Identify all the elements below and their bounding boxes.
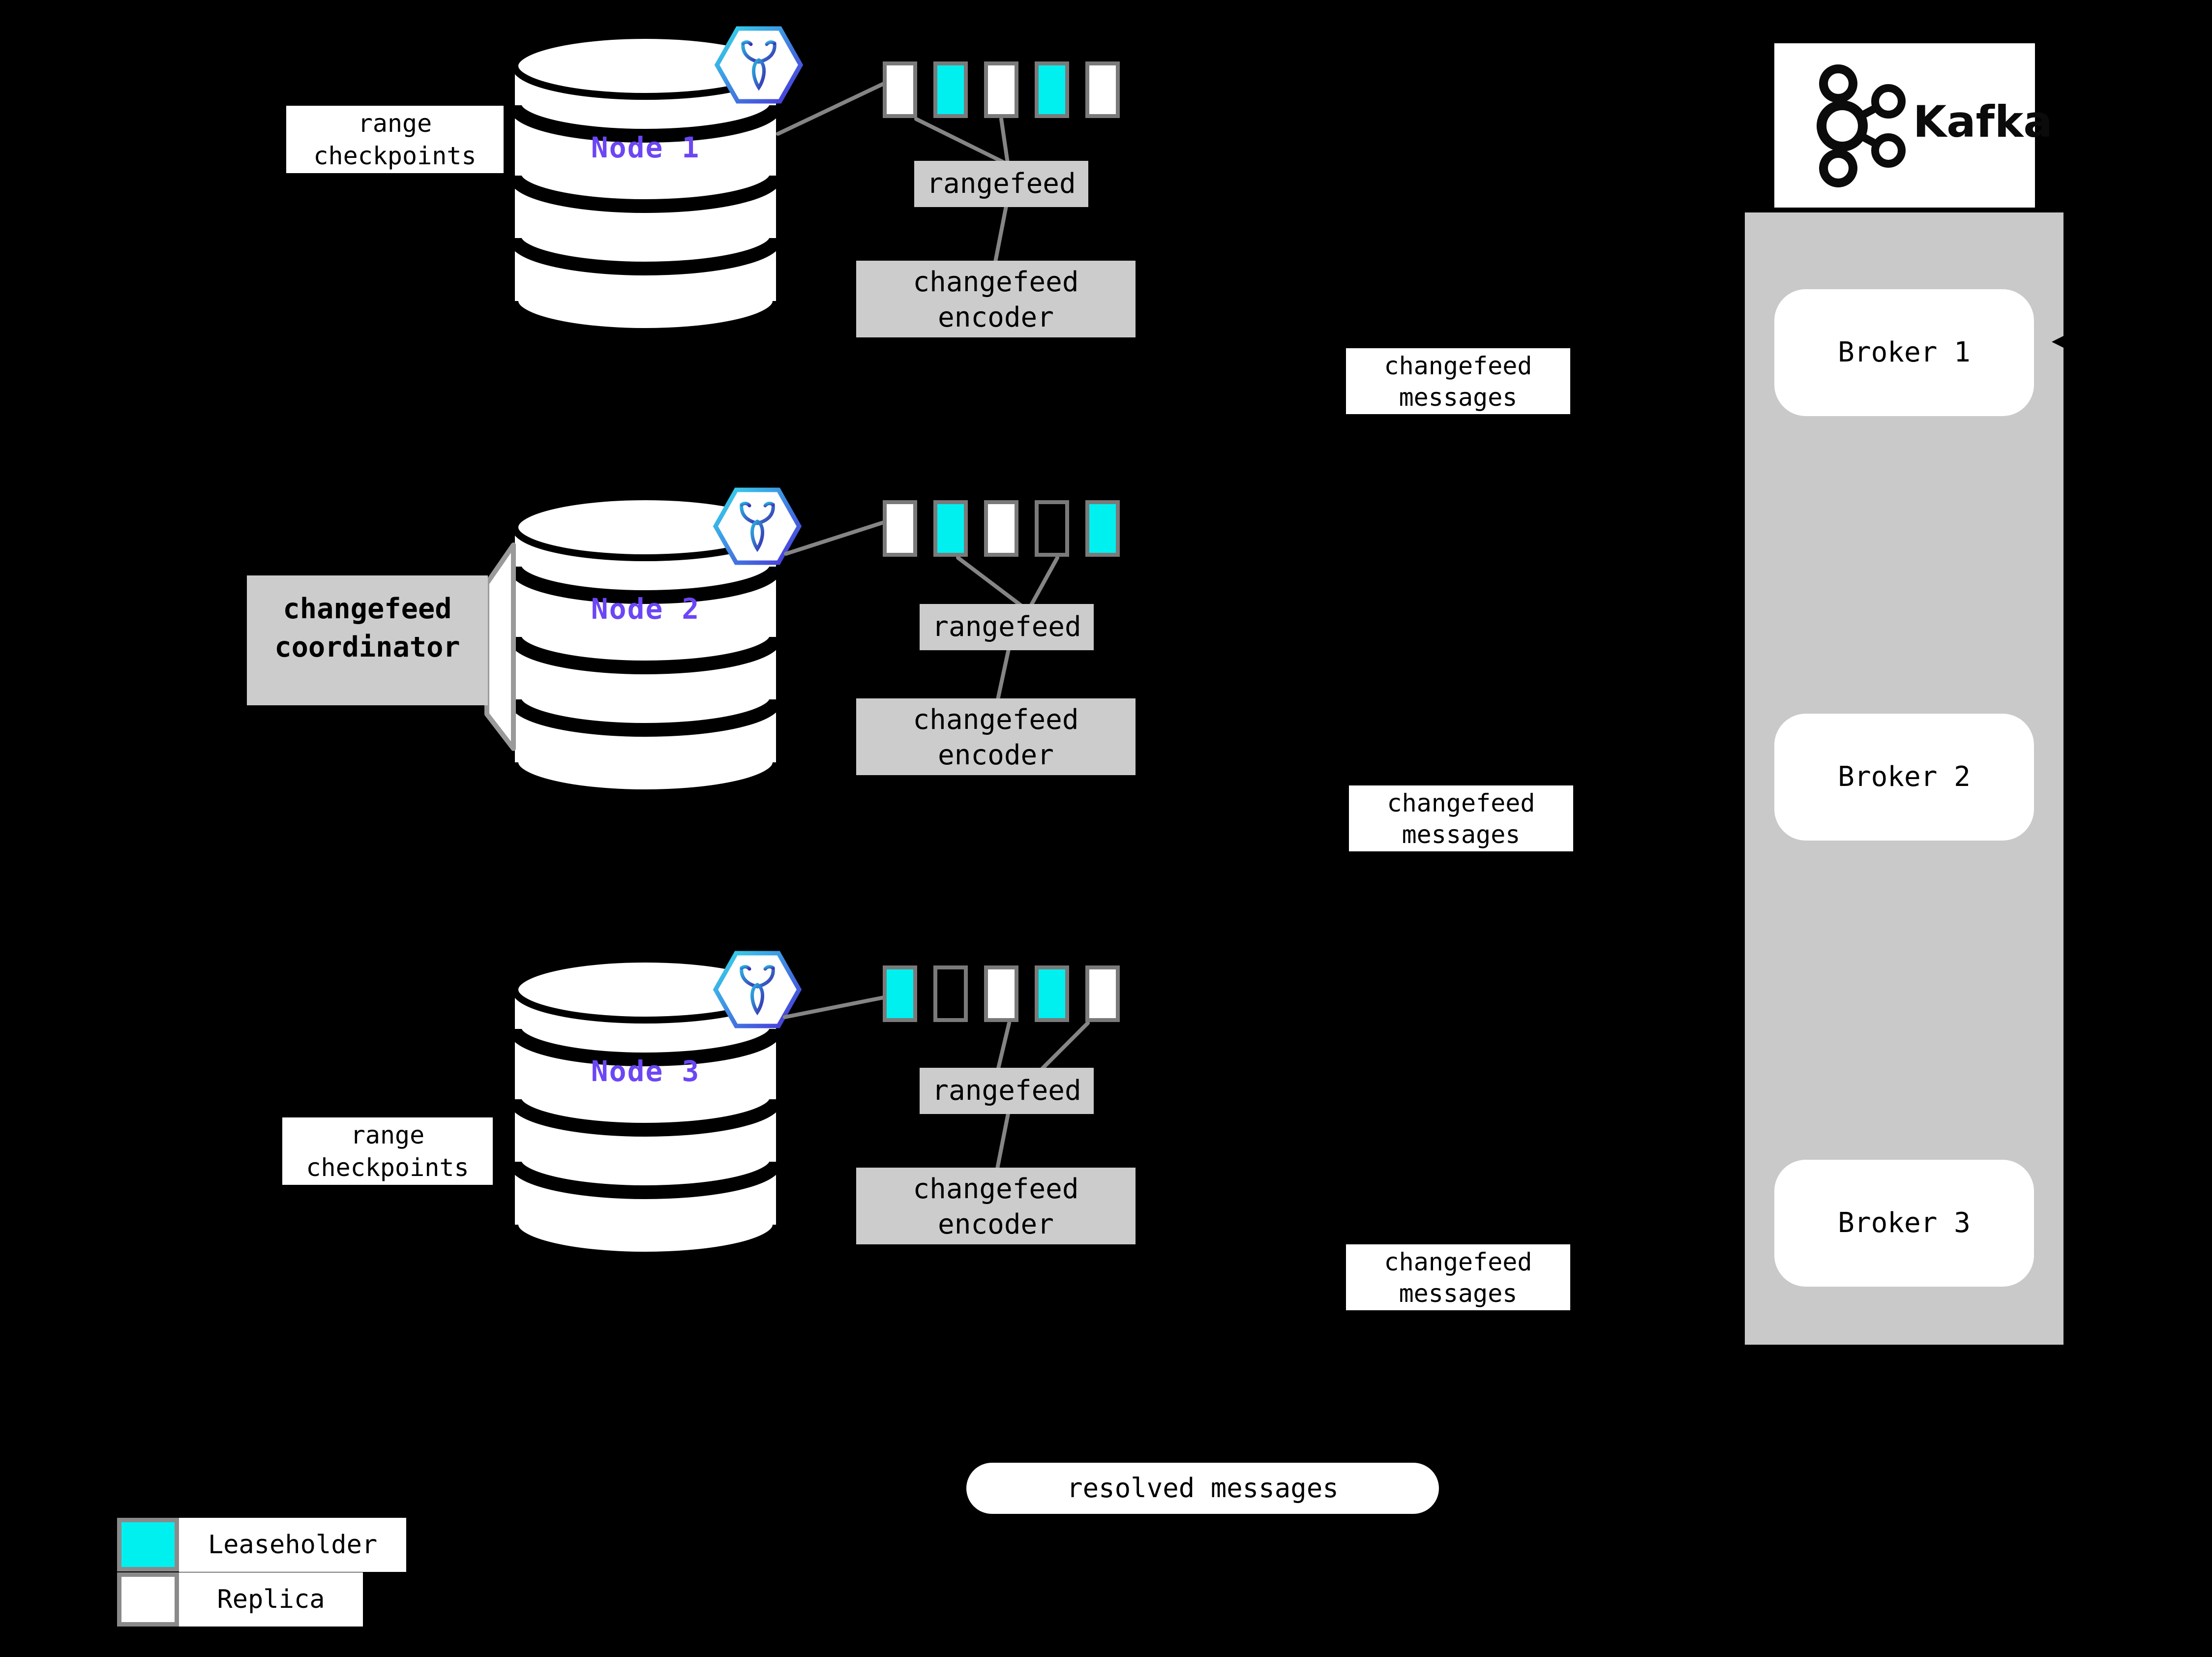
kafka-broker-3: Broker 3 [1774, 1160, 2034, 1287]
node1-label: Node 1 [591, 131, 700, 164]
rangefeed-box-node1: rangefeed [914, 161, 1088, 207]
coordinator-flap [484, 542, 516, 751]
rangefeed-box-node3: rangefeed [920, 1068, 1094, 1114]
messages-line1: changefeed [1387, 789, 1535, 817]
messages-line1: changefeed [1384, 1248, 1532, 1276]
connector-lines [776, 82, 1090, 1171]
range-replica [1085, 61, 1120, 118]
encoder-line1: changefeed [913, 1173, 1079, 1205]
kafka-broker-2: Broker 2 [1774, 714, 2034, 841]
resolved-messages-label: resolved messages [966, 1463, 1439, 1514]
range-leaseholder [1035, 965, 1069, 1022]
messages-line2: messages [1399, 383, 1518, 412]
changefeed-messages-label-1: changefeed messages [1346, 348, 1570, 414]
coordinator-line1: changefeed [283, 593, 452, 625]
range-replica [883, 61, 917, 118]
changefeed-encoder-box-node3: changefeed encoder [856, 1168, 1136, 1244]
messages-line2: messages [1399, 1279, 1518, 1308]
node3-ranges [883, 965, 1120, 1022]
range-replica [984, 965, 1018, 1022]
range-leaseholder [933, 61, 968, 118]
range-checkpoints-label-node1: range checkpoints [286, 106, 504, 173]
changefeed-encoder-box-node1: changefeed encoder [856, 261, 1136, 337]
changefeed-messages-label-2: changefeed messages [1349, 785, 1573, 851]
range-checkpoints-line1: range [358, 109, 432, 138]
legend-replica-label: Replica [179, 1572, 363, 1627]
range-leaseholder [1085, 500, 1120, 557]
kafka-logo-box: Kafka [1774, 43, 2053, 208]
arrowhead-into-coordinator [235, 637, 246, 649]
node2-ranges [883, 500, 1120, 557]
range-checkpoints-line2: checkpoints [306, 1153, 469, 1182]
range-empty [1035, 500, 1069, 557]
range-replica [1085, 965, 1120, 1022]
rangefeed-box-node2: rangefeed [920, 604, 1094, 650]
range-leaseholder [1035, 61, 1069, 118]
range-replica [984, 61, 1018, 118]
range-checkpoints-line2: checkpoints [313, 142, 477, 170]
changefeed-messages-label-3: changefeed messages [1346, 1244, 1570, 1310]
range-leaseholder [883, 965, 917, 1022]
range-replica [984, 500, 1018, 557]
coordinator-line2: coordinator [274, 631, 460, 663]
node2-label: Node 2 [591, 592, 700, 626]
node3-label: Node 3 [591, 1054, 700, 1088]
kafka-broker-1: Broker 1 [1774, 289, 2034, 416]
messages-line1: changefeed [1384, 352, 1532, 380]
range-checkpoints-line1: range [350, 1121, 425, 1149]
messages-line2: messages [1402, 820, 1521, 849]
changefeed-encoder-box-node2: changefeed encoder [856, 698, 1136, 775]
kafka-wordmark: Kafka [1913, 96, 2053, 147]
encoder-line1: changefeed [913, 266, 1079, 298]
kafka-icon [1817, 64, 1906, 187]
range-checkpoints-label-node3: range checkpoints [282, 1117, 493, 1185]
arrowhead-into-broker1 [2052, 335, 2064, 348]
encoder-line2: encoder [937, 739, 1054, 771]
encoder-line1: changefeed [913, 704, 1079, 736]
node1-ranges [883, 61, 1120, 118]
range-empty [933, 965, 968, 1022]
cockroachdb-icon [717, 29, 801, 101]
range-replica [883, 500, 917, 557]
encoder-line2: encoder [937, 1208, 1054, 1240]
legend-leaseholder-label: Leaseholder [179, 1518, 406, 1572]
legend-replica-swatch [117, 1572, 179, 1627]
encoder-line2: encoder [937, 301, 1054, 333]
legend-leaseholder-swatch [117, 1518, 179, 1571]
changefeed-coordinator-box: changefeed coordinator [247, 575, 488, 705]
range-leaseholder [933, 500, 968, 557]
